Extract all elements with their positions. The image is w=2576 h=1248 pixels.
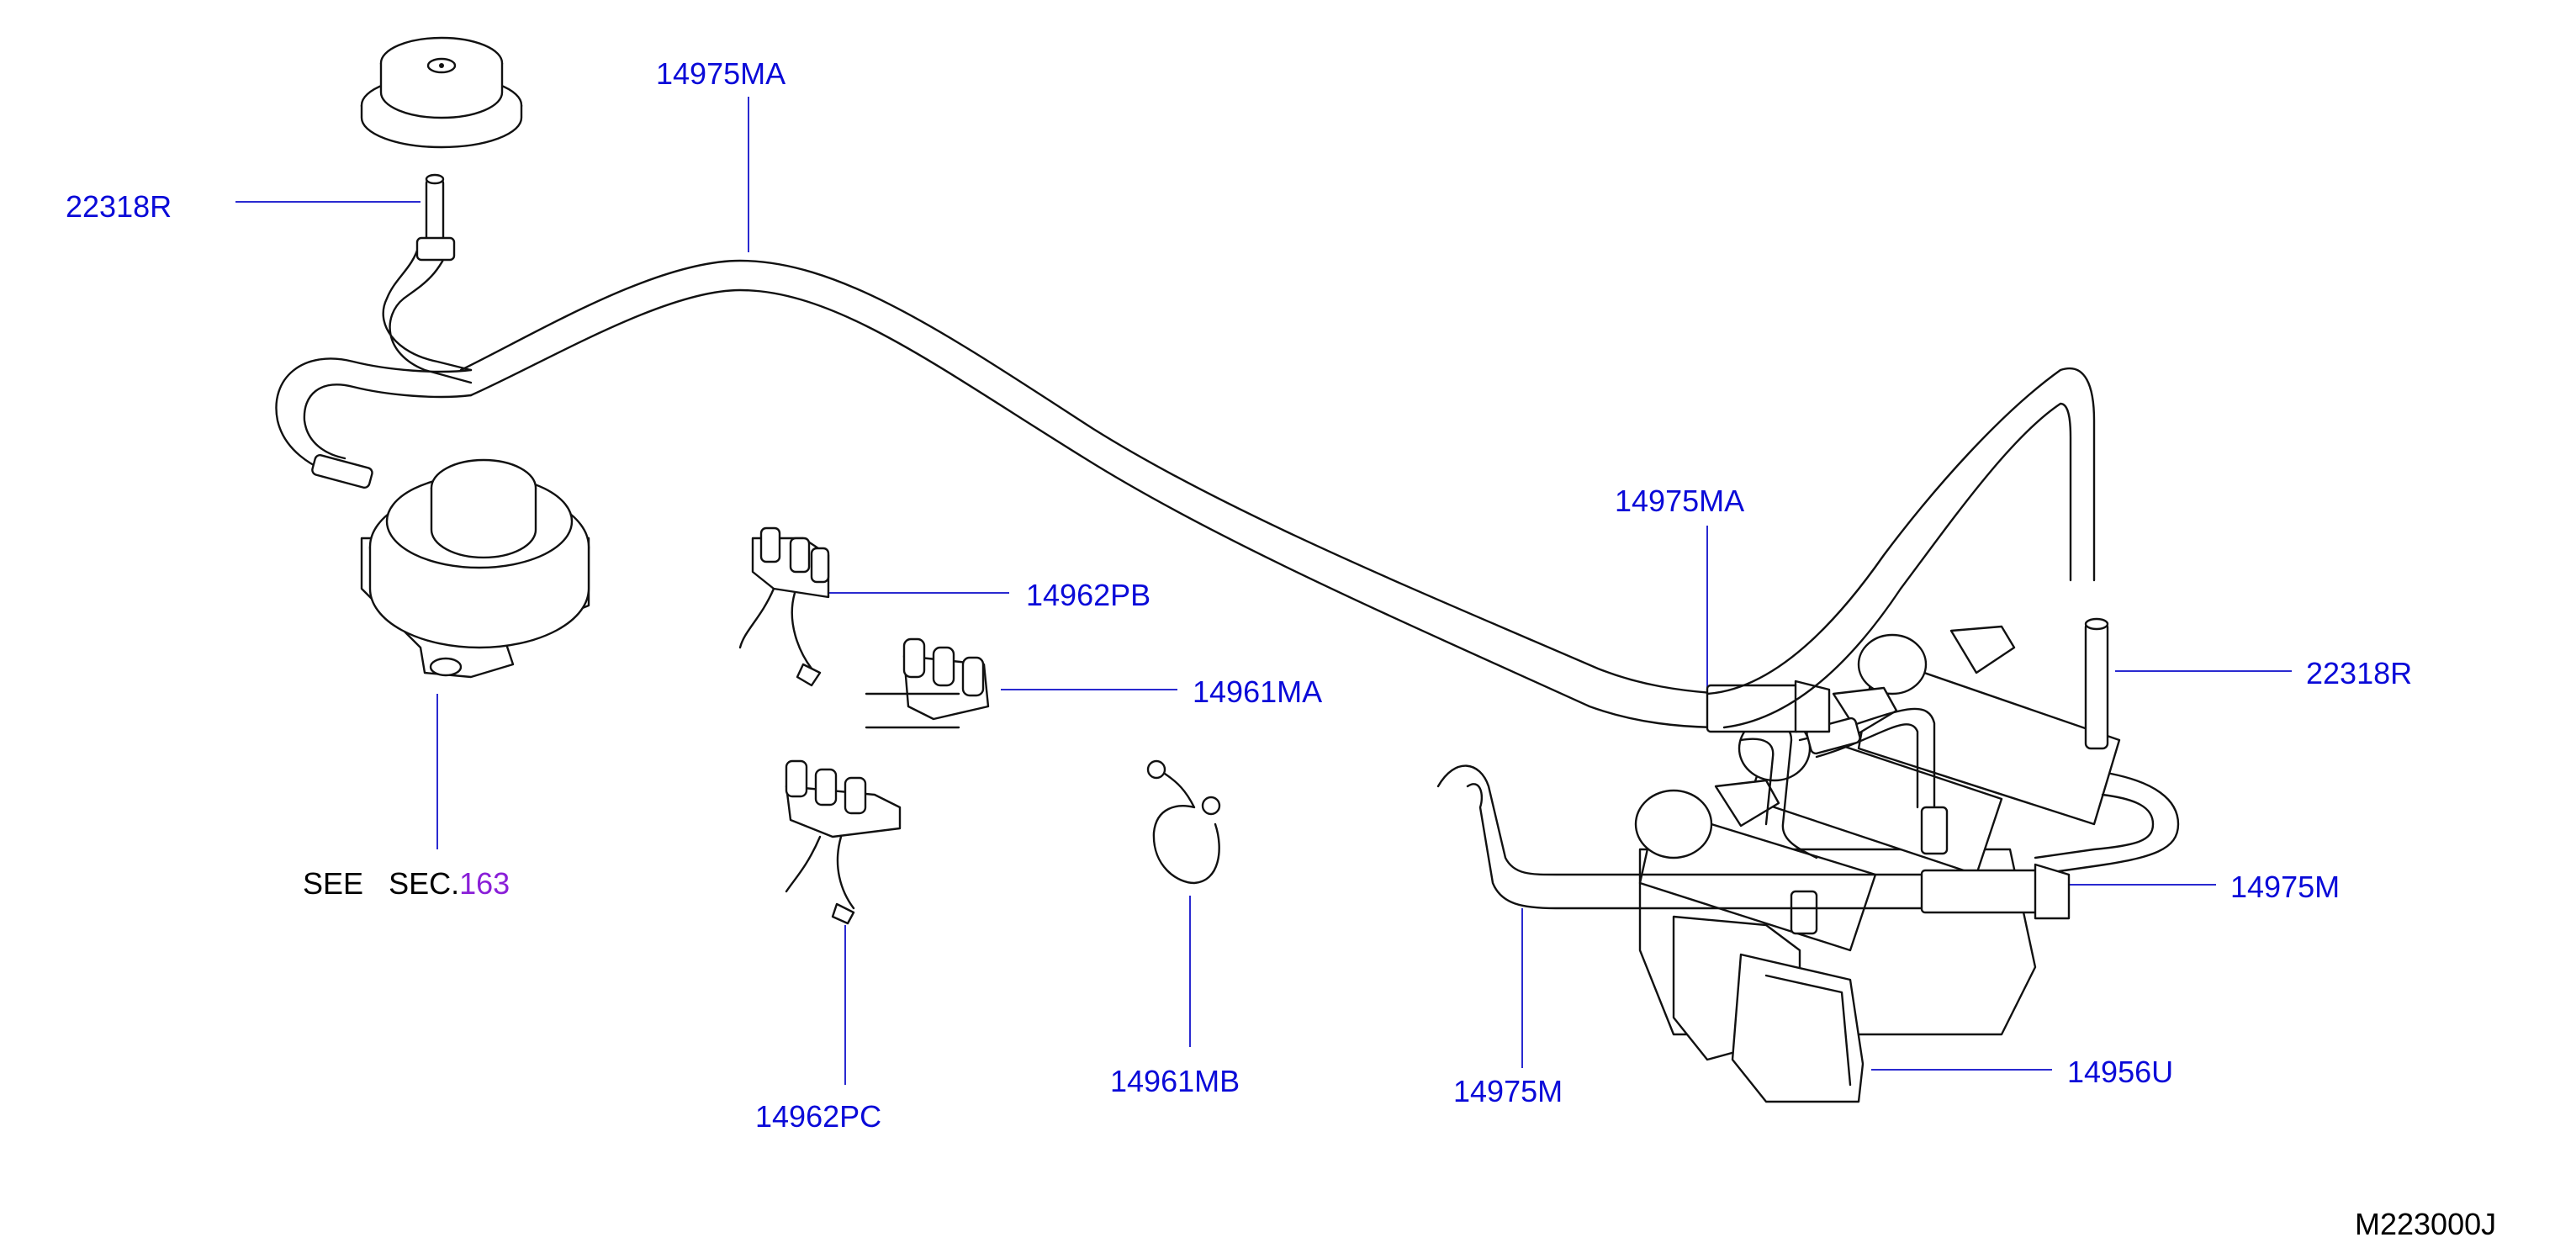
drawing-code: M223000J xyxy=(2355,1207,2497,1241)
callout-14956u[interactable]: 14956U xyxy=(2067,1055,2174,1089)
callout-14975m-right[interactable]: 14975M xyxy=(2230,870,2341,904)
sec-text: SEC. xyxy=(389,866,460,901)
callout-14961ma[interactable]: 14961MA xyxy=(1193,674,1323,709)
hose-14975ma xyxy=(275,259,1726,729)
leader-lines xyxy=(235,97,2292,1085)
callout-14975ma-top[interactable]: 14975MA xyxy=(656,56,786,91)
hose-connector-left xyxy=(382,173,473,384)
callout-22318r-top[interactable]: 22318R xyxy=(66,189,172,224)
clip-14961ma xyxy=(902,637,990,721)
section-163-link[interactable]: 163 xyxy=(459,866,510,901)
clip-14962pb xyxy=(738,526,830,687)
see-text: SEE xyxy=(303,866,364,901)
vacuum-cap xyxy=(360,36,523,149)
callout-14975ma-right[interactable]: 14975MA xyxy=(1615,484,1745,518)
callout-14961mb[interactable]: 14961MB xyxy=(1110,1064,1240,1098)
callout-14962pb[interactable]: 14962PB xyxy=(1026,578,1151,612)
clip-14962pc xyxy=(785,759,902,925)
solenoid-valve-assembly xyxy=(865,368,2180,1103)
callout-14962pc[interactable]: 14962PC xyxy=(755,1099,882,1134)
callout-22318r-right[interactable]: 22318R xyxy=(2306,656,2413,690)
see-section-reference: SEE SEC.163 xyxy=(303,869,510,899)
callout-14975m-bottom[interactable]: 14975M xyxy=(1453,1074,1563,1108)
actuator-assembly xyxy=(360,458,590,679)
clamp-14961mb xyxy=(1146,759,1221,885)
